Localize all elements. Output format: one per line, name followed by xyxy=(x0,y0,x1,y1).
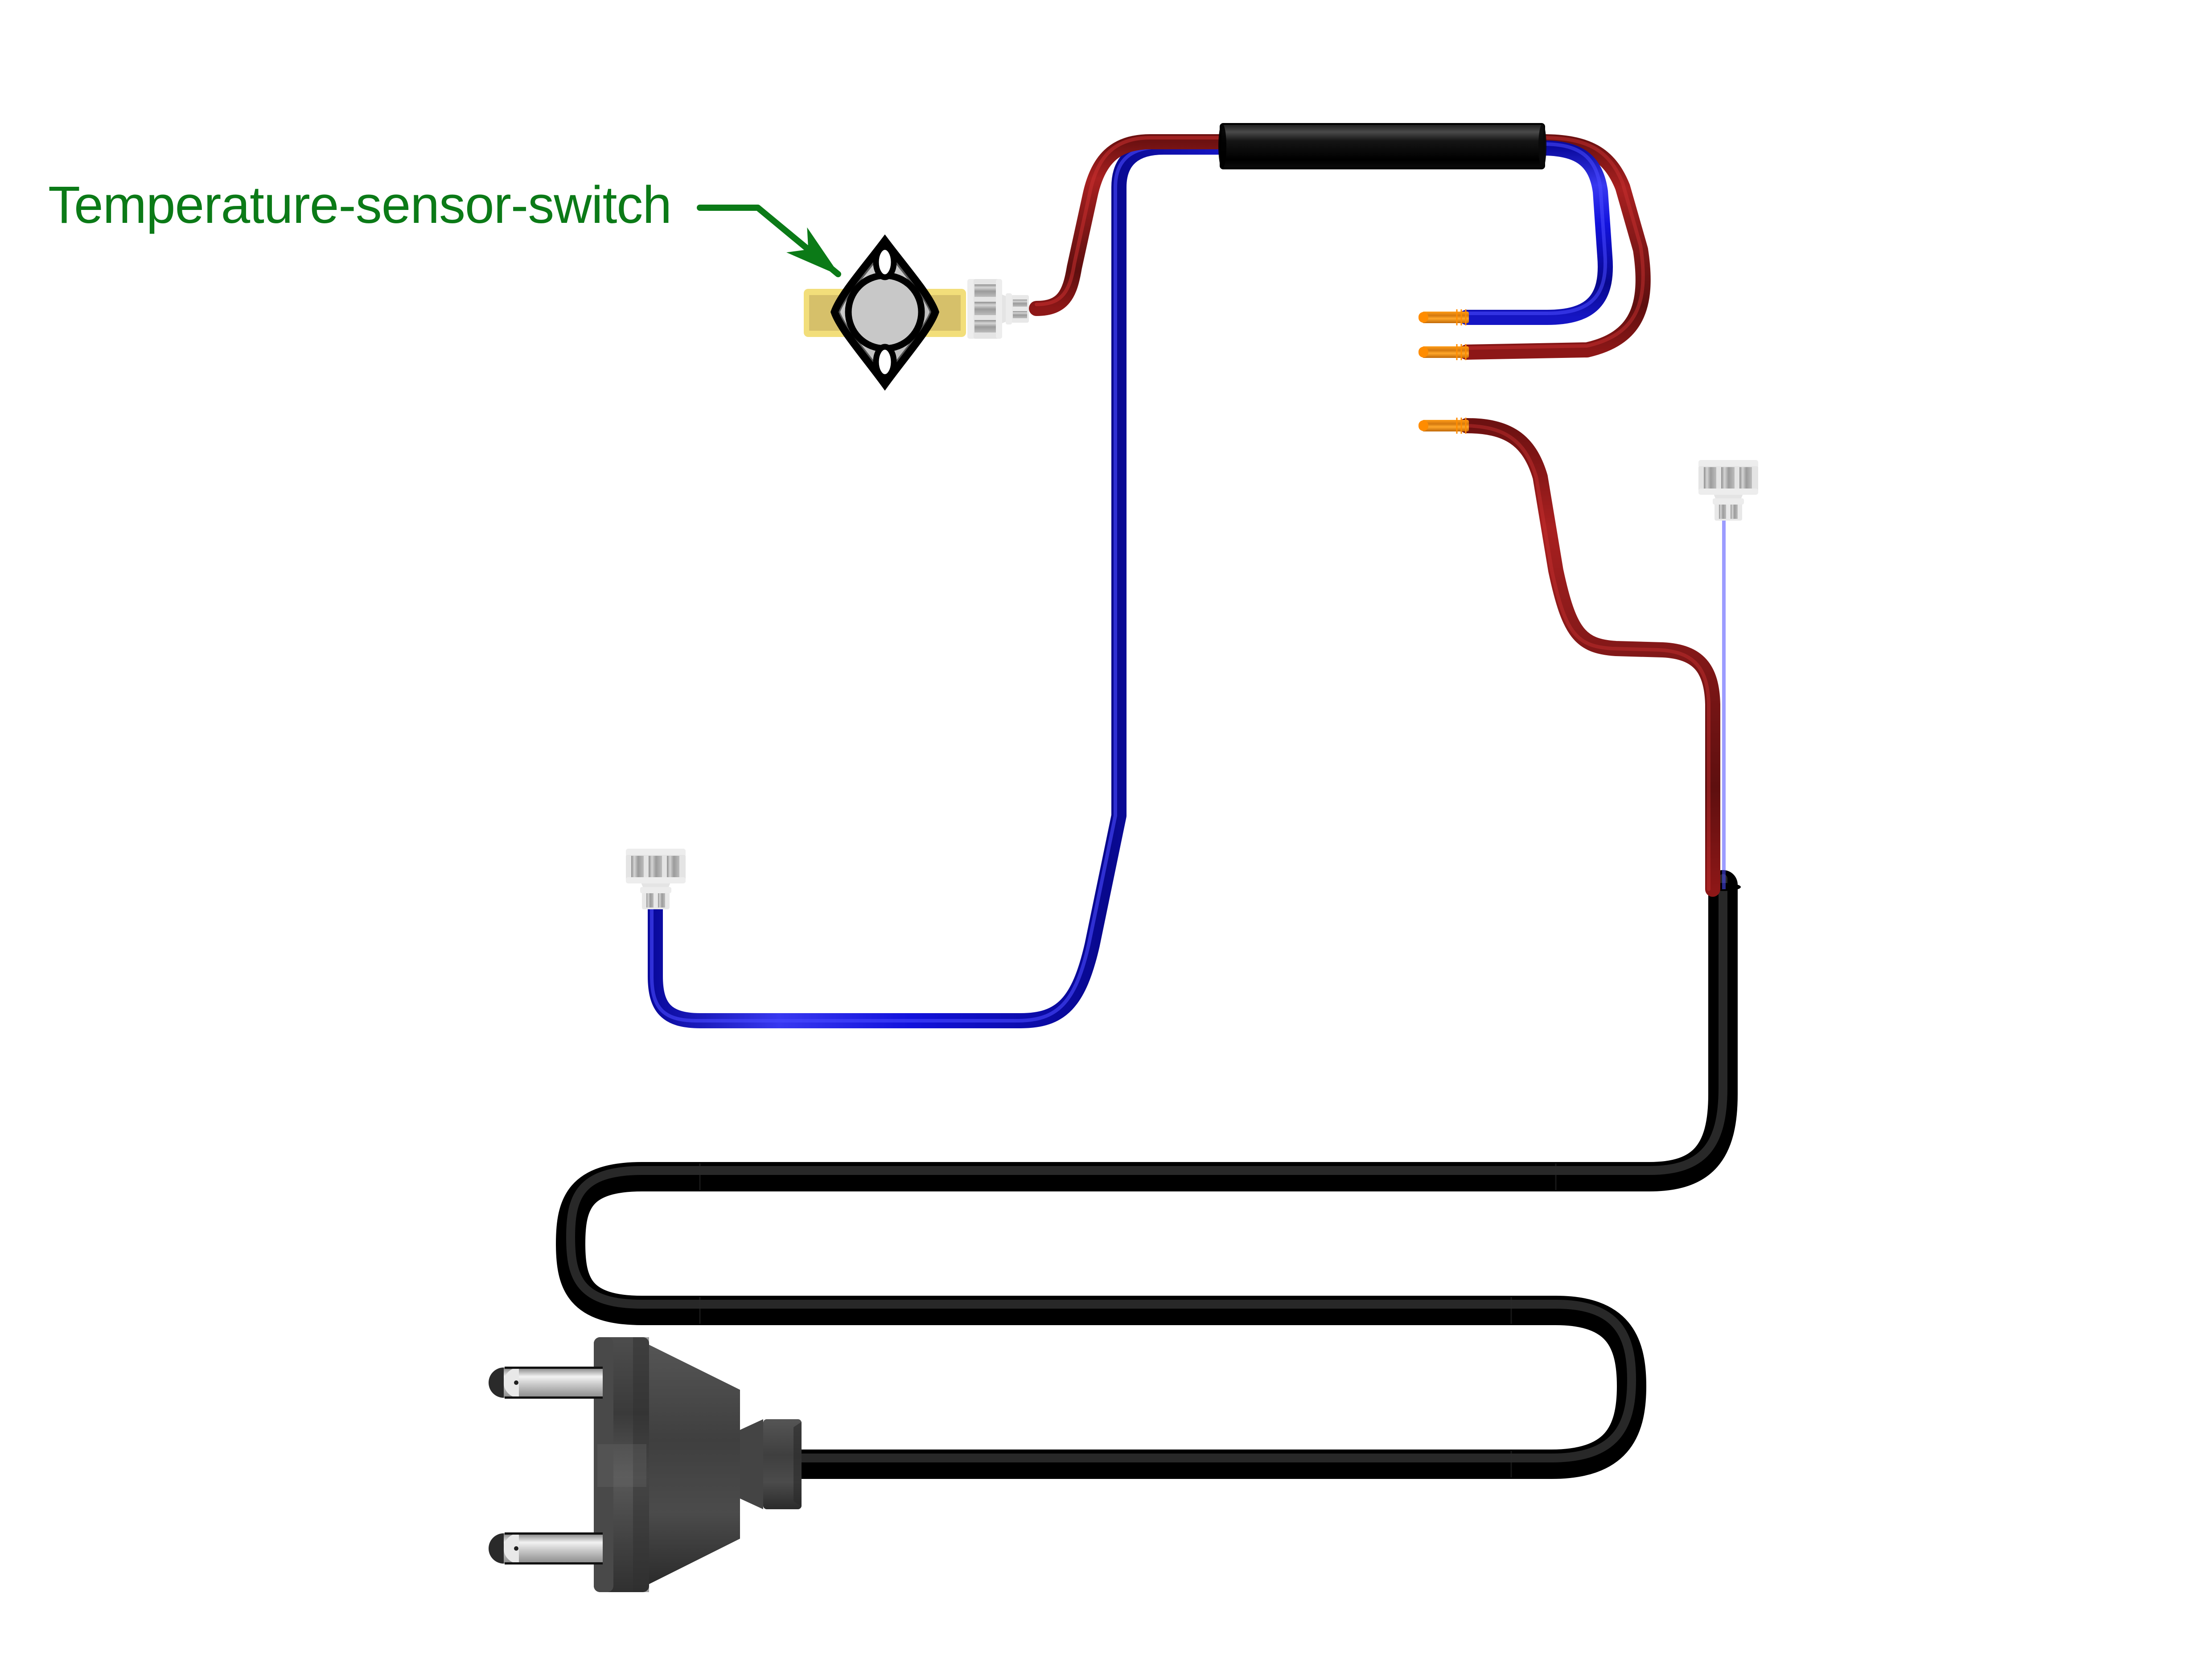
plug-pin-bottom xyxy=(489,1532,603,1565)
stripped-end-red-lower xyxy=(1418,418,1469,434)
wire-red-long xyxy=(1459,418,1720,897)
faston-terminal-blue-right xyxy=(1698,460,1758,521)
faston-terminal-sensor-red xyxy=(967,279,1029,339)
temperature-sensor-switch[interactable] xyxy=(804,234,966,391)
wire-blue-top-right xyxy=(1459,140,1613,325)
stripped-end-blue-upper xyxy=(1418,309,1469,325)
temperature-sensor-label: Temperature-sensor-switch xyxy=(48,176,671,234)
power-plug[interactable] xyxy=(489,1337,802,1592)
wire-blue-right xyxy=(1720,515,1735,889)
wire-blue-left xyxy=(648,140,1227,1028)
black-cable-jacket xyxy=(556,870,1738,1479)
plug-pin-top xyxy=(489,1367,603,1399)
wire-red-top-right xyxy=(1459,134,1651,360)
annotation-leader-line xyxy=(697,205,841,277)
black-cable-sleeve xyxy=(1218,123,1546,169)
wire-red-sensor xyxy=(1029,134,1227,316)
faston-terminal-blue-left xyxy=(626,849,686,909)
stripped-end-red-upper xyxy=(1418,344,1469,360)
